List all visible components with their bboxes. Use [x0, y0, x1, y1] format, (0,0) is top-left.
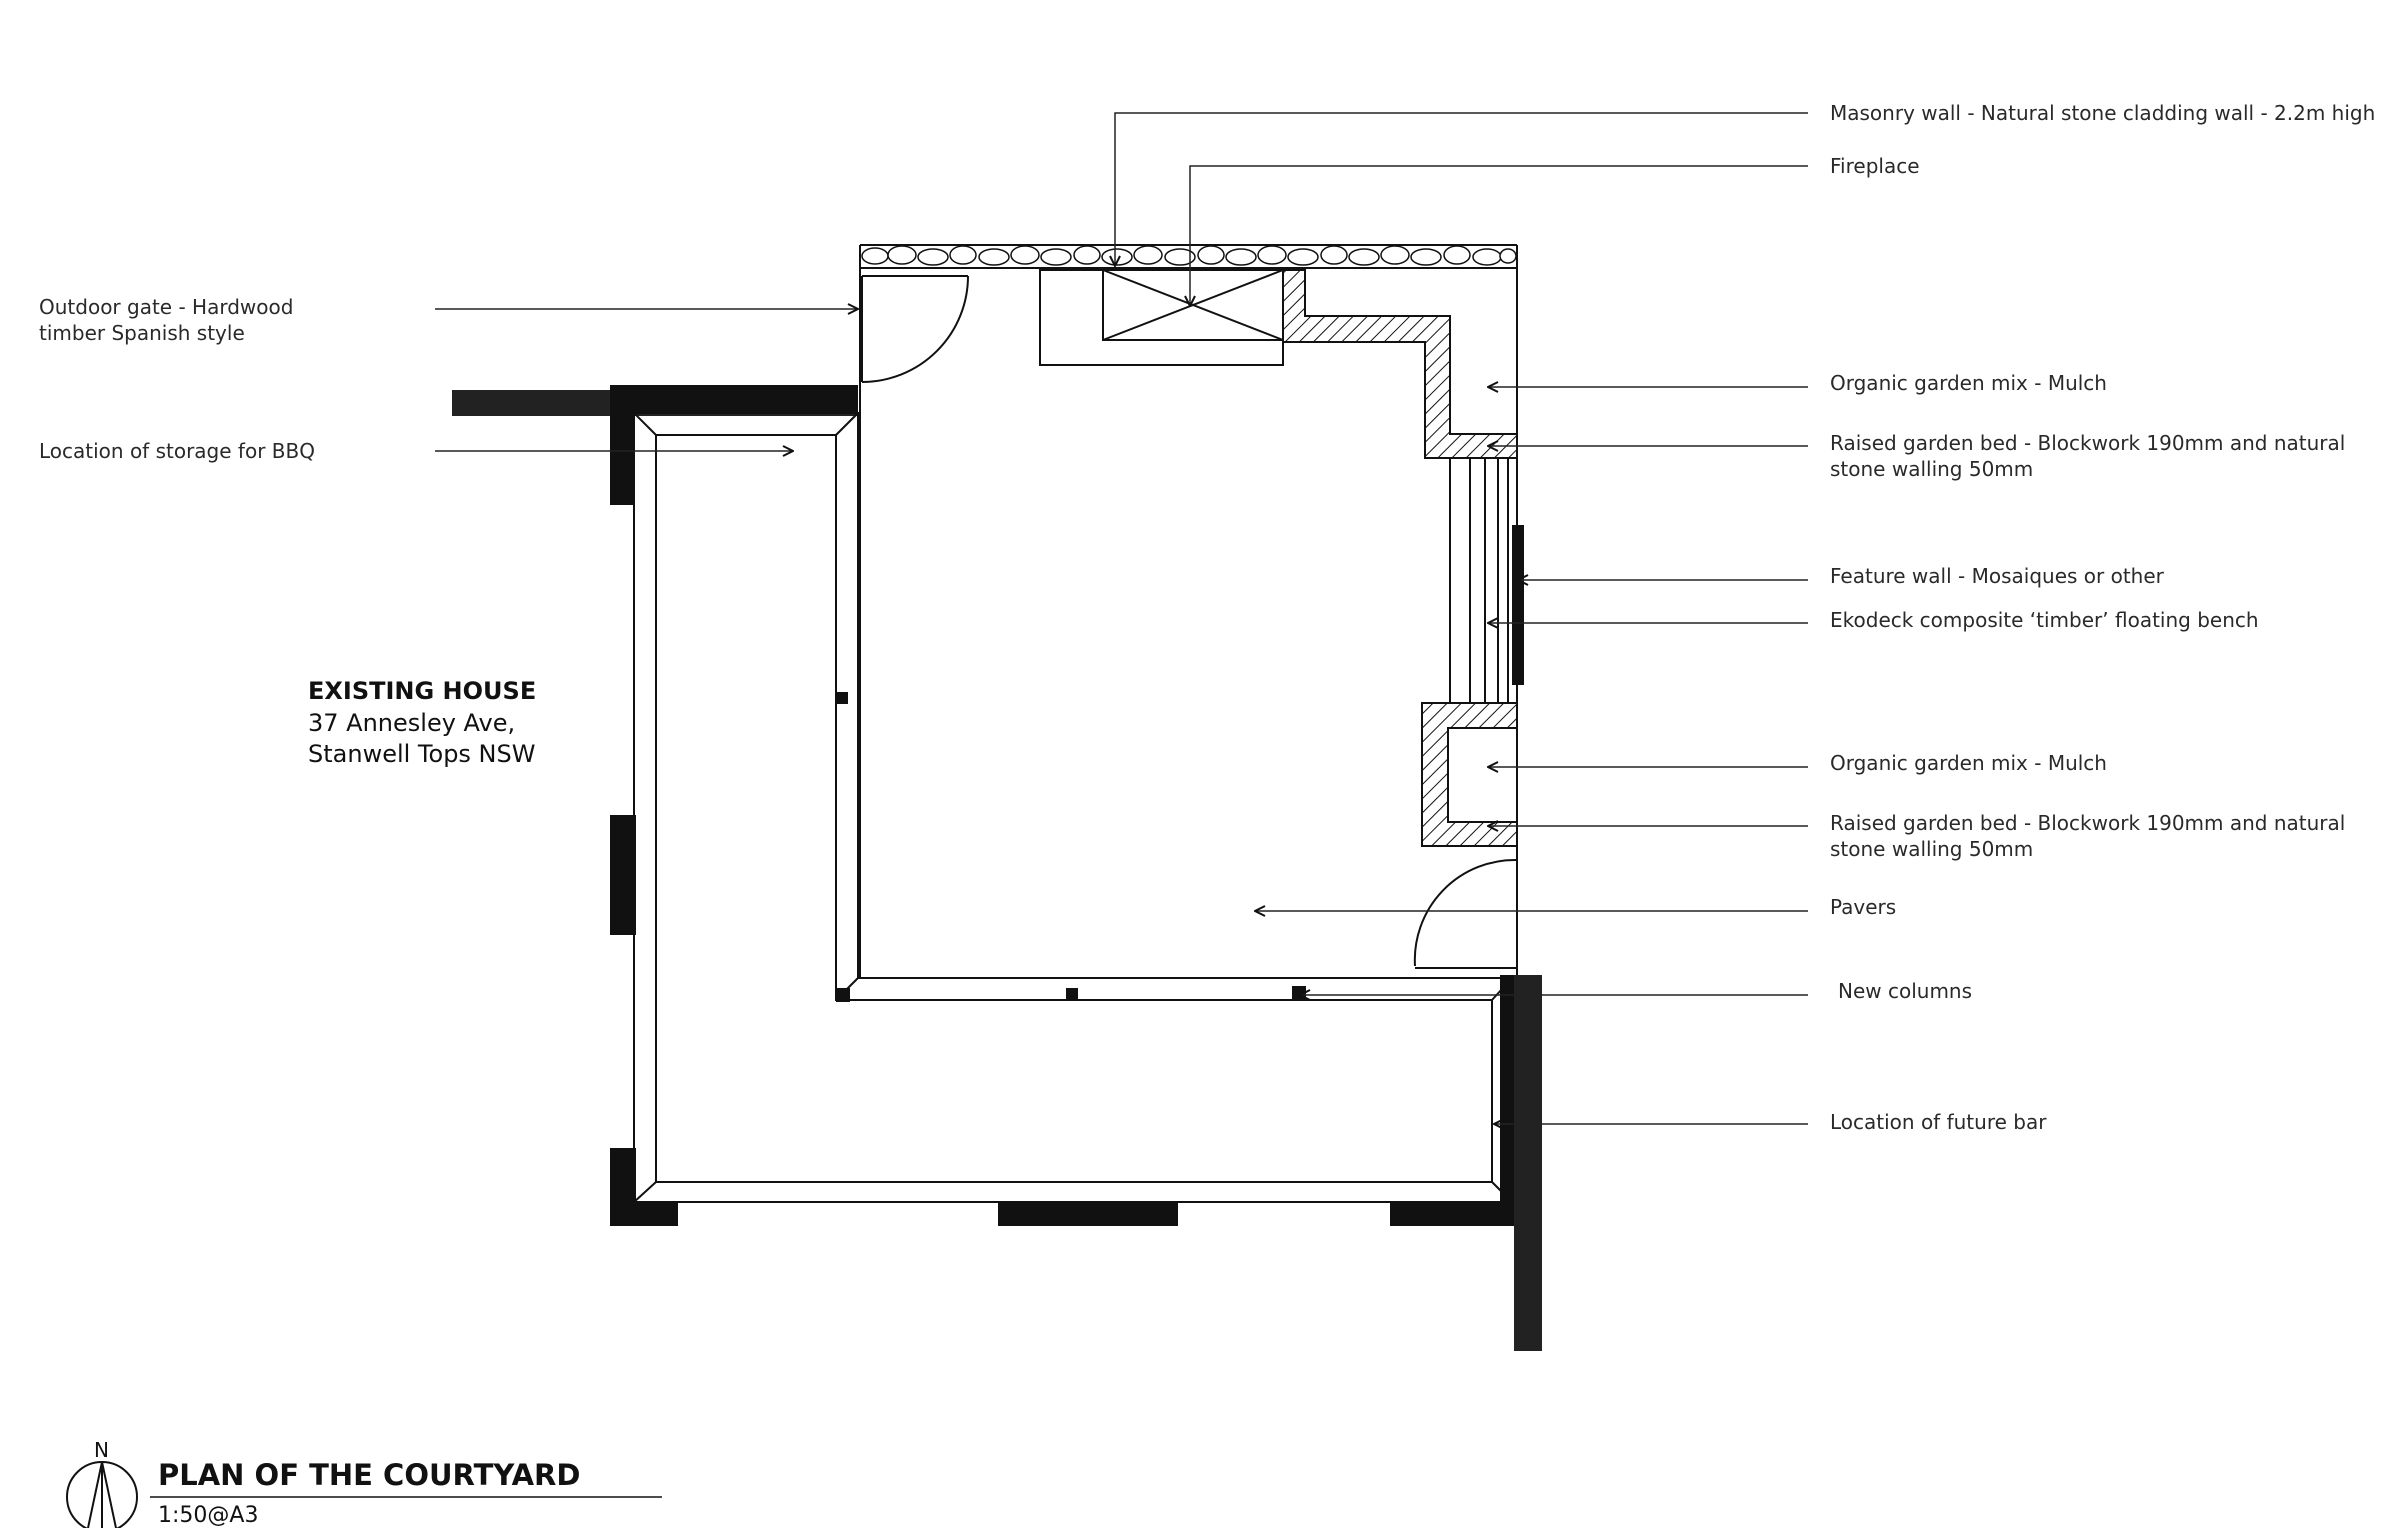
label-outdoor-gate-line2: timber Spanish style [39, 321, 245, 345]
label-mulch-bottom: Organic garden mix - Mulch [1830, 751, 2107, 775]
existing-house-label: EXISTING HOUSE 37 Annesley Ave, Stanwell… [308, 677, 536, 768]
house-address-line1: 37 Annesley Ave, [308, 709, 515, 737]
outdoor-gate [861, 275, 969, 383]
veranda-outline [633, 412, 1513, 1203]
fireplace [1039, 269, 1284, 366]
stone-cladding-wall [861, 245, 1517, 266]
raised-garden-bed-bottom [1421, 702, 1518, 847]
annotation-labels: Masonry wall - Natural stone cladding wa… [39, 101, 2375, 1134]
label-feature-wall: Feature wall - Mosaiques or other [1830, 564, 2165, 588]
label-bbq-storage: Location of storage for BBQ [39, 439, 315, 463]
existing-house-walls [452, 385, 1542, 1351]
north-label: N [94, 1438, 109, 1462]
label-bench: Ekodeck composite ‘timber’ floating benc… [1830, 608, 2259, 632]
floating-bench [1449, 457, 1518, 704]
new-columns [836, 692, 1306, 1002]
label-raised-bed-bottom-line1: Raised garden bed - Blockwork 190mm and … [1830, 811, 2345, 835]
plan-scale: 1:50@A3 [158, 1503, 258, 1528]
label-raised-bed-top-line1: Raised garden bed - Blockwork 190mm and … [1830, 431, 2345, 455]
label-masonry-wall: Masonry wall - Natural stone cladding wa… [1830, 101, 2375, 125]
label-fireplace: Fireplace [1830, 154, 1920, 178]
north-arrow-icon [66, 1461, 138, 1528]
leader-lines [435, 112, 1808, 1124]
side-door [1413, 858, 1518, 969]
label-future-bar: Location of future bar [1830, 1110, 2047, 1134]
label-new-columns: New columns [1838, 979, 1972, 1003]
courtyard-boundary [859, 244, 1518, 978]
house-address-line2: Stanwell Tops NSW [308, 740, 535, 768]
label-pavers: Pavers [1830, 895, 1896, 919]
house-title: EXISTING HOUSE [308, 677, 536, 705]
plan-title: PLAN OF THE COURTYARD [158, 1458, 580, 1492]
label-raised-bed-top-line2: stone walling 50mm [1830, 457, 2033, 481]
label-mulch-top: Organic garden mix - Mulch [1830, 371, 2107, 395]
raised-garden-bed-top [1282, 269, 1518, 459]
label-raised-bed-bottom-line2: stone walling 50mm [1830, 837, 2033, 861]
label-outdoor-gate-line1: Outdoor gate - Hardwood [39, 295, 293, 319]
title-block: N PLAN OF THE COURTYARD 1:50@A3 [66, 1438, 662, 1528]
